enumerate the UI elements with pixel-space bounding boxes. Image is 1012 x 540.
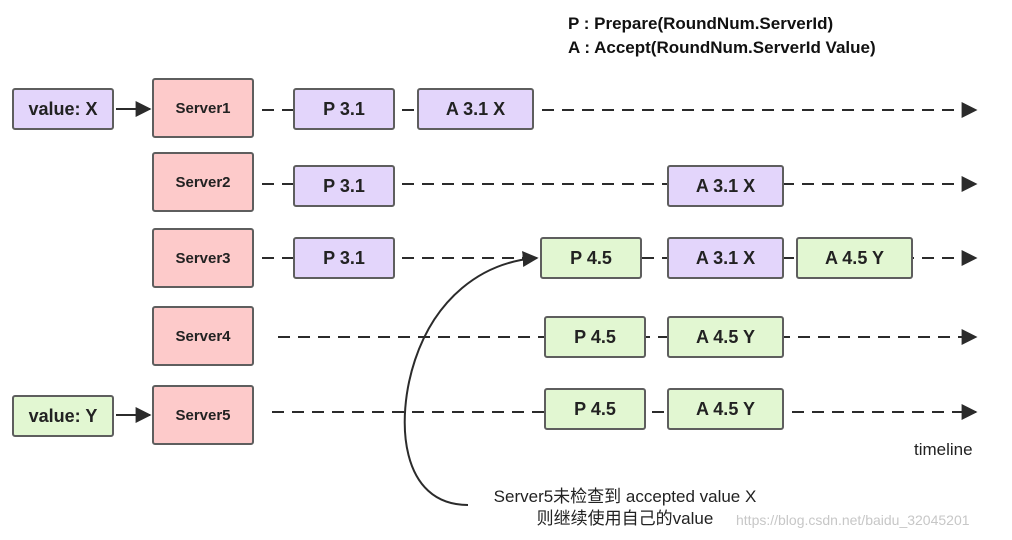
client-value-y: value: Y <box>12 395 114 437</box>
server5-accept-4-5-y: A 4.5 Y <box>667 388 784 430</box>
legend-accept: A : Accept(RoundNum.ServerId Value) <box>568 38 876 57</box>
server4-prepare-4-5: P 4.5 <box>544 316 646 358</box>
server2-node: Server2 <box>152 152 254 212</box>
annotation-note: Server5未检查到 accepted value X 则继续使用自己的val… <box>470 486 780 530</box>
watermark: https://blog.csdn.net/baidu_32045201 <box>736 512 970 528</box>
server5-node: Server5 <box>152 385 254 445</box>
server4-node: Server4 <box>152 306 254 366</box>
server1-node: Server1 <box>152 78 254 138</box>
note-curve-arrow <box>403 251 539 506</box>
timeline-label: timeline <box>914 440 973 459</box>
server3-prepare-3-1: P 3.1 <box>293 237 395 279</box>
legend-prepare: P : Prepare(RoundNum.ServerId) <box>568 14 834 33</box>
client-value-x: value: X <box>12 88 114 130</box>
server2-accept-3-1-x: A 3.1 X <box>667 165 784 207</box>
server1-prepare-3-1: P 3.1 <box>293 88 395 130</box>
server5-prepare-4-5: P 4.5 <box>544 388 646 430</box>
server4-accept-4-5-y: A 4.5 Y <box>667 316 784 358</box>
server3-accept-4-5-y: A 4.5 Y <box>796 237 913 279</box>
server3-prepare-4-5: P 4.5 <box>540 237 642 279</box>
server3-accept-3-1-x: A 3.1 X <box>667 237 784 279</box>
annotation-note-line1: Server5未检查到 accepted value X <box>493 487 757 506</box>
server1-accept-3-1-x: A 3.1 X <box>417 88 534 130</box>
server3-node: Server3 <box>152 228 254 288</box>
annotation-note-line2: 则继续使用自己的value <box>536 509 714 528</box>
server2-prepare-3-1: P 3.1 <box>293 165 395 207</box>
